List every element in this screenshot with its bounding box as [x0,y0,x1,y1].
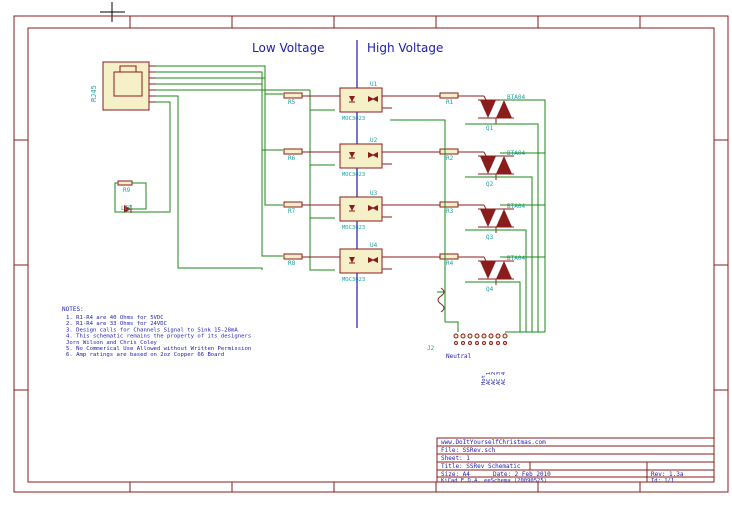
terminal-label: AC 4 [501,371,507,385]
j2-terminal-block [453,333,508,345]
note-line: 5. No Commerical Use Allowed without Wri… [66,346,251,352]
terminal-label: AC 2 [491,372,497,385]
output-resistor-label: R1 [446,99,454,106]
output-resistor-label: R2 [446,155,454,162]
output-resistor-label: R4 [446,260,454,267]
note-line: Jorn Wilson and Chris Coley [66,340,158,346]
terminal-label: AC 1 [486,372,492,385]
terminal-label: Hot [481,375,487,385]
fuse-symbol [437,287,445,313]
j2-label: J2 [427,345,435,352]
output-resistor [439,148,459,155]
input-resistor [283,201,303,208]
triac [478,204,514,233]
optocoupler-part: MOC3023 [342,116,365,122]
rj45-label: RJ45 [90,85,98,102]
input-resistor [283,253,303,260]
input-resistor-label: R6 [288,155,296,162]
title-block-rev: Rev: 1.3a [651,471,684,478]
low-voltage-heading: Low Voltage [252,41,324,55]
title-block-date: Date: 2 Feb 2010 [493,471,551,478]
triac [478,151,514,180]
triac-part: BTA04 [507,94,525,101]
triac-ref: Q1 [486,125,494,132]
input-resistor-label: R7 [288,208,296,215]
border-ticks [14,16,728,492]
output-resistor [439,92,459,99]
optocoupler-ref: U1 [370,81,378,88]
triac-ref: Q3 [486,234,494,241]
terminal-label: AC 3 [496,372,502,385]
inner-border [27,27,715,483]
output-resistor-label: R3 [446,208,454,215]
triac-ref: Q4 [486,286,494,293]
title-block-size: Size: A4 [441,471,470,478]
triac [478,256,514,285]
input-resistor-label: R5 [288,99,296,106]
led-label: LED [121,205,132,212]
output-resistor [439,201,459,208]
input-resistor [283,92,303,99]
title-block-sheet: Sheet: 1 [441,455,470,462]
note-line: 2. R1-R4 are 33 Ohms for 24VDC [66,321,167,327]
input-resistor [283,148,303,155]
high-voltage-bus [390,99,546,333]
title-block-kicad: KiCad E.D.A. eeSchema (20090525) [441,478,547,484]
title-block-title: Title: SSRev Schematic [441,463,521,470]
optocoupler-part: MOC3023 [342,172,365,178]
triac-part: BTA04 [507,203,525,210]
neutral-label: Neutral [446,353,472,360]
output-resistor [439,253,459,260]
input-resistor-label: R8 [288,260,296,267]
title-block-file: File: SSRev.sch [441,447,496,454]
triac-part: BTA04 [507,255,525,262]
notes-title: NOTES: [62,306,84,313]
note-line: 4. This schematic remains the property o… [66,334,251,340]
high-voltage-heading: High Voltage [367,41,443,55]
optocoupler-ref: U2 [370,137,378,144]
optocoupler-ref: U3 [370,190,378,197]
crosshair-cursor [100,2,125,22]
note-line: 1. R1-R4 are 40 Ohms for 5VDC [66,315,164,321]
low-voltage-wires [114,65,335,271]
triac [478,95,514,124]
optocoupler-part: MOC3023 [342,277,365,283]
triac-ref: Q2 [486,181,494,188]
note-line: 6. Amp ratings are based on 2oz Copper 6… [66,352,224,358]
title-block-url: www.DoItYourselfChristmas.com [441,439,546,446]
rj45-connector [102,61,156,111]
led-resistor-label: R9 [123,187,131,194]
optocoupler-part: MOC3023 [342,225,365,231]
outer-border [13,15,729,493]
title-block [436,437,715,483]
title-block-id: Id: 1/1 [651,478,674,484]
note-line: 3. Design calls for Channels Signal to S… [66,327,238,333]
optocoupler-ref: U4 [370,242,378,249]
